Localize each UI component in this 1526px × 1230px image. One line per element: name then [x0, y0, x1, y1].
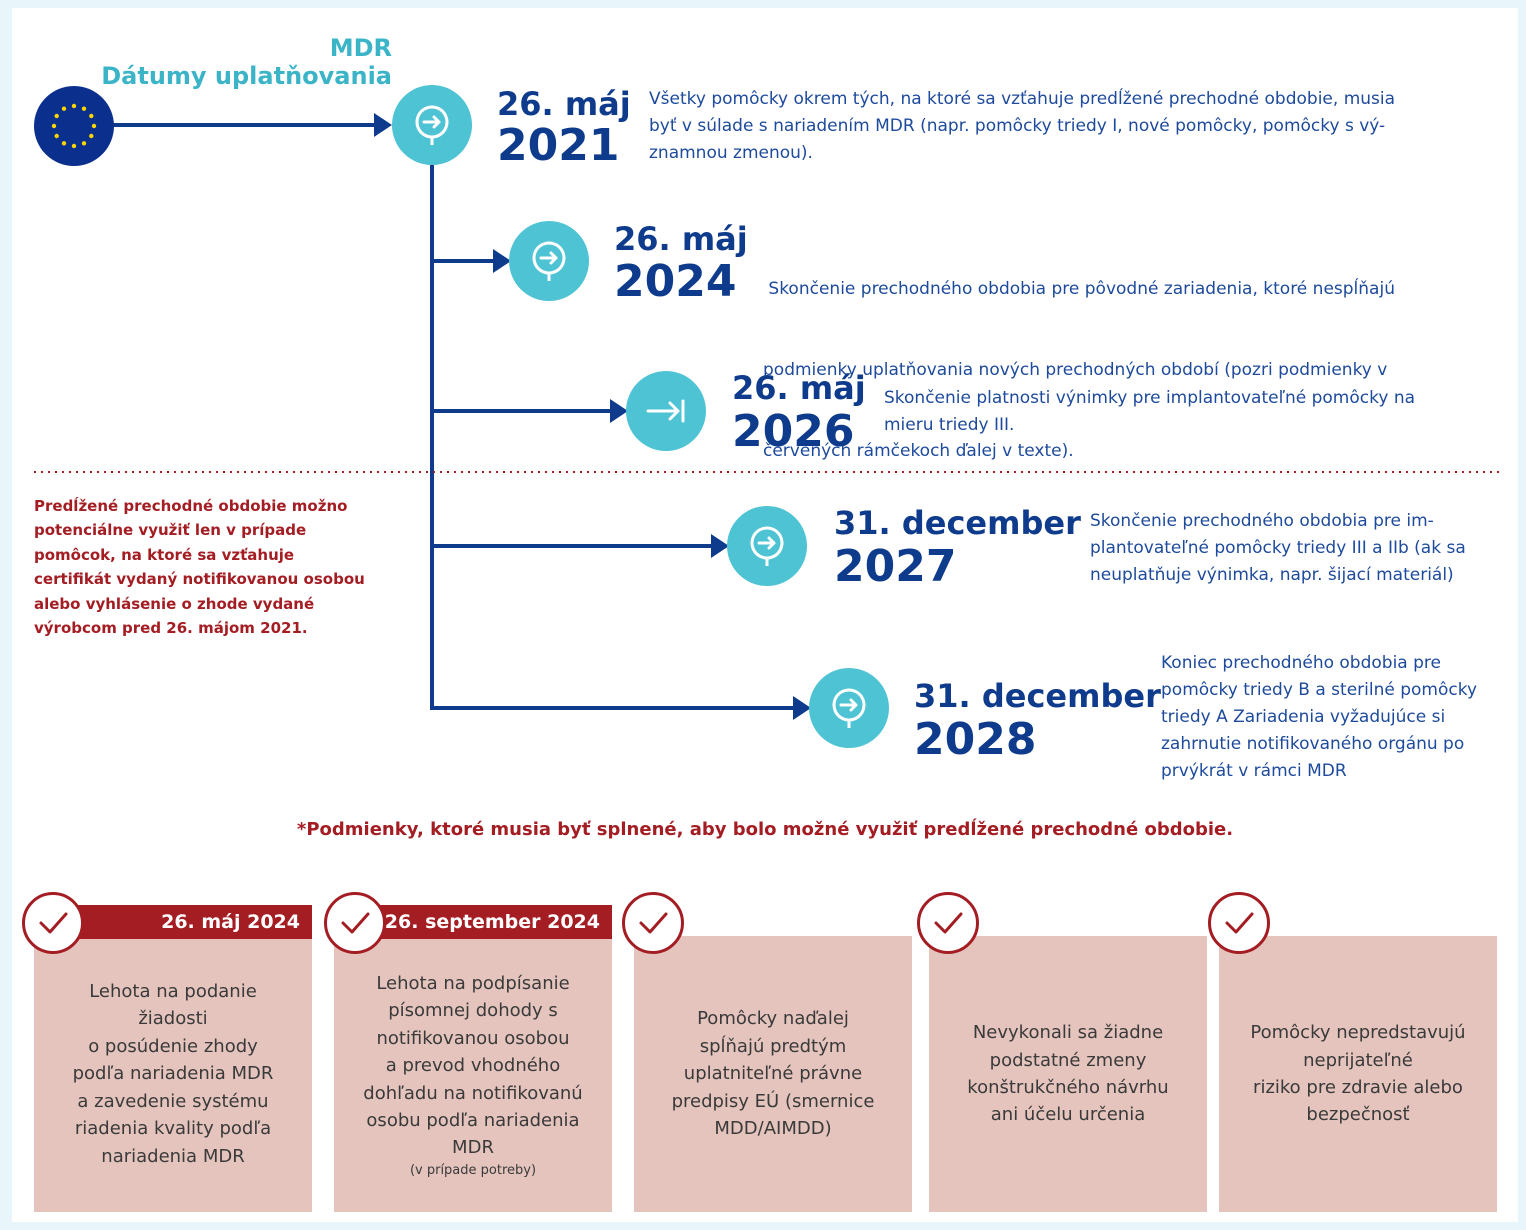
card-line: Pomôcky nepredstavujú [1250, 1022, 1466, 1044]
milestone-year-2026: 2026 [732, 406, 855, 457]
card-line: MDD/AIMDD) [714, 1118, 832, 1140]
checkmark-icon [1208, 892, 1270, 954]
desc-line: zahrnutie notifikovaného orgánu po [1161, 734, 1465, 754]
card-line: konštrukčného návrhu [967, 1077, 1169, 1098]
conditions-title: *Podmienky, ktoré musia byť splnené, aby… [296, 819, 1234, 840]
checkmark-icon [917, 892, 979, 954]
milestone-year-2024: 2024 [614, 256, 737, 307]
card-line: MDR [452, 1137, 494, 1159]
card-line: Pomôcky naďalej [697, 1008, 849, 1030]
desc-line: prvýkrát v rámci MDR [1161, 761, 1347, 781]
arrow-to-bar-icon [646, 399, 685, 423]
card-line: Lehota na podanie [89, 981, 257, 1003]
card-line: a prevod vhodného [385, 1055, 561, 1077]
arrowhead-2027 [711, 534, 729, 558]
checkmark-icon [324, 892, 386, 954]
card-line: spĺňajú predtým [699, 1035, 847, 1057]
card-line: neprijateľné [1303, 1049, 1413, 1071]
milestone-desc-2024: Skončenie prechodného obdobia pre pôvodn… [763, 222, 1503, 519]
desc-line: Koniec prechodného obdobia pre [1161, 653, 1441, 673]
card-line: nariadenia MDR [101, 1145, 245, 1167]
extended-period-note: Predĺžené prechodné obdobie možno potenc… [34, 494, 389, 640]
desc-line: triedy A Zariadenia vyžadujúce si [1161, 707, 1446, 727]
arrow-right-circle-icon [415, 105, 449, 145]
desc-line: znamnou zmenou). [649, 143, 813, 163]
card-line: podľa nariadenia MDR [72, 1063, 274, 1085]
desc-line: Skončenie prechodného obdobia pre pôvodn… [763, 279, 1395, 299]
desc-line: Skončenie prechodného obdobia pre im- [1090, 511, 1434, 531]
milestone-year-2027: 2027 [834, 541, 957, 592]
milestone-desc-2028: Koniec prechodného obdobia pre pomôcky t… [1161, 650, 1511, 785]
desc-line: plantovateľné pomôcky triedy III a IIb (… [1090, 538, 1466, 558]
card-line: Nevykonali sa žiadne [972, 1022, 1164, 1044]
note-line: alebo vyhlásenie o zhode vydané [34, 594, 315, 613]
condition-card-5: Pomôcky nepredstavujú neprijateľné rizik… [1219, 936, 1497, 1212]
note-line: výrobcom pred 26. májom 2021. [34, 619, 308, 638]
card-line: o posúdenie zhody [88, 1035, 258, 1057]
card-line: osobu podľa nariadenia [366, 1110, 580, 1132]
milestone-day-2027: 31. december [834, 504, 1081, 542]
desc-line: byť v súlade s nariadením MDR (napr. pom… [649, 116, 1386, 136]
milestone-day-2028: 31. december [914, 677, 1161, 715]
arrowhead-2021 [374, 113, 392, 137]
desc-line: podmienky uplatňovania nových prechodnýc… [763, 360, 1388, 380]
milestone-marker-2021 [392, 85, 472, 165]
deadline-banner-1: 26. máj 2024 [70, 905, 312, 939]
timeline-connectors [34, 113, 1502, 720]
arrowhead-2028 [793, 696, 811, 720]
desc-line: červených rámčekoch ďalej v texte). [763, 441, 1074, 461]
mdr-title: MDR [329, 34, 392, 62]
page: MDR Dátumy uplatňovania [12, 8, 1518, 1222]
arrow-right-circle-icon [832, 688, 866, 728]
card-line: žiadosti [138, 1008, 208, 1030]
milestone-marker-2027 [727, 506, 807, 586]
condition-card-1: Lehota na podanie žiadosti o posúdenie z… [34, 936, 312, 1212]
card-small-note: (v prípade potreby) [409, 1162, 537, 1178]
card-line: písomnej dohody s [388, 1000, 558, 1022]
milestone-desc-2021: Všetky pomôcky okrem tých, na ktoré sa v… [649, 86, 1499, 167]
arrowhead-2024 [493, 249, 511, 273]
milestone-day-2021: 26. máj [497, 85, 631, 123]
card-line: bezpečnosť [1306, 1104, 1410, 1126]
note-line: pomôcok, na ktoré sa vzťahuje [34, 545, 295, 564]
note-line: certifikát vydaný notifikovanou osobou [34, 570, 365, 589]
checkmark-icon [22, 892, 84, 954]
milestone-desc-2026: Skončenie platnosti výnimky pre implanto… [884, 385, 1504, 439]
desc-line: Všetky pomôcky okrem tých, na ktoré sa v… [649, 89, 1396, 109]
milestone-marker-2026 [626, 371, 706, 451]
checkmark-icon [622, 892, 684, 954]
card-line: riadenia kvality podľa [74, 1118, 272, 1140]
card-line: podstatné zmeny [989, 1049, 1147, 1071]
card-line: uplatniteľné právne [683, 1063, 863, 1085]
card-line: a zavedenie systému [77, 1090, 269, 1112]
note-line: Predĺžené prechodné obdobie možno [34, 497, 348, 515]
milestone-desc-2027: Skončenie prechodného obdobia pre im- pl… [1090, 508, 1510, 589]
condition-card-3: Pomôcky naďalej spĺňajú predtým uplatnit… [634, 936, 912, 1212]
desc-line: Skončenie platnosti výnimky pre implanto… [884, 388, 1416, 408]
card-line: notifikovanou osobou [376, 1027, 570, 1049]
condition-card-4: Nevykonali sa žiadne podstatné zmeny kon… [929, 936, 1207, 1212]
eu-flag-icon [34, 86, 114, 166]
arrowhead-2026 [610, 399, 628, 423]
desc-line: pomôcky triedy B a sterilné pomôcky [1161, 680, 1478, 700]
milestone-marker-2024 [509, 221, 589, 301]
desc-line: mieru triedy III. [884, 415, 1015, 435]
milestone-marker-2028 [809, 668, 889, 748]
card-line: dohľadu na notifikovanú [363, 1082, 583, 1104]
deadline-banner-2: 26. september 2024 [370, 905, 612, 939]
note-line: potenciálne využiť len v prípade [34, 521, 307, 540]
milestone-year-2028: 2028 [914, 714, 1037, 765]
arrow-right-circle-icon [750, 526, 784, 566]
card-line: predpisy EÚ (smernice [671, 1090, 875, 1112]
dates-title: Dátumy uplatňovania [101, 62, 392, 90]
condition-card-2: Lehota na podpísanie písomnej dohody s n… [334, 936, 612, 1212]
desc-line: neuplatňuje výnimka, napr. šijací materi… [1090, 565, 1454, 585]
arrow-right-circle-icon [532, 241, 566, 281]
milestone-day-2024: 26. máj [614, 220, 748, 258]
milestone-day-2026: 26. máj [732, 369, 866, 407]
card-line: Lehota na podpísanie [376, 973, 570, 994]
card-line: ani účelu určenia [990, 1104, 1146, 1126]
milestone-year-2021: 2021 [497, 120, 620, 171]
card-line: riziko pre zdravie alebo [1253, 1077, 1463, 1098]
